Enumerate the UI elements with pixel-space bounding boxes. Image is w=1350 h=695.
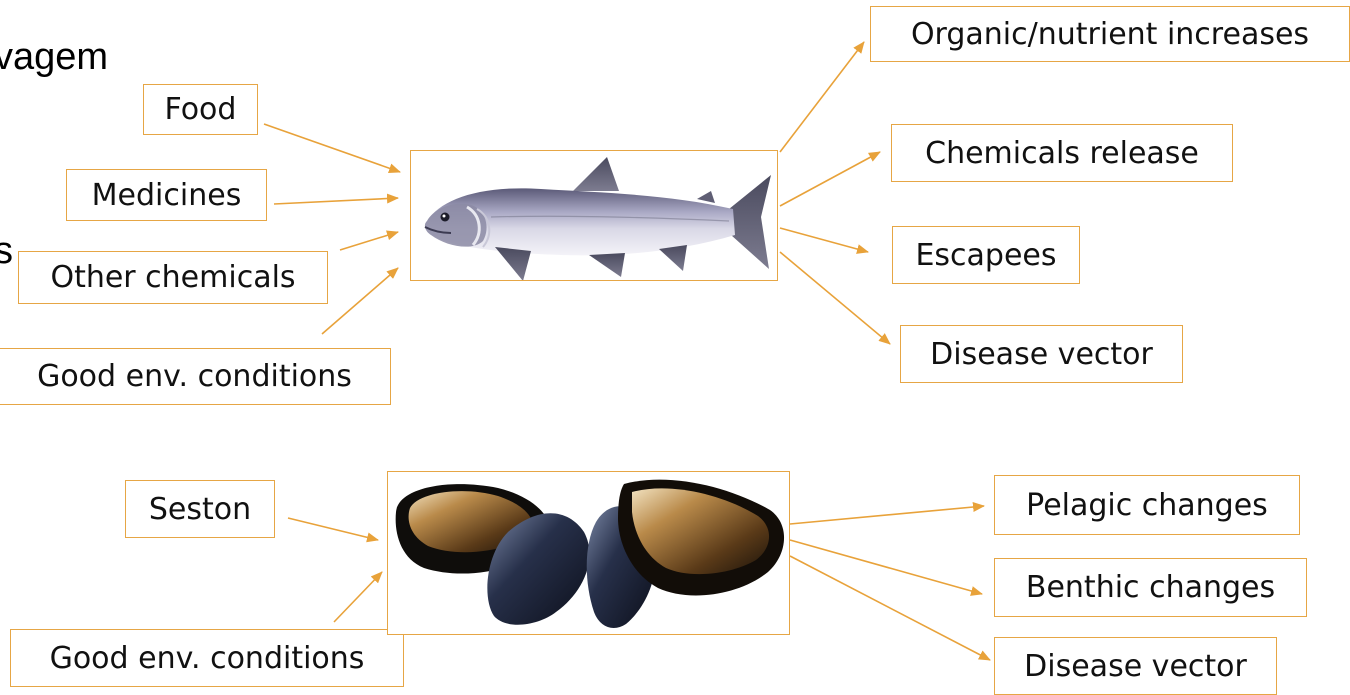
output-pelagic-changes: Pelagic changes (994, 475, 1300, 535)
arrow-chemicals-release (780, 152, 880, 206)
input-medicines: Medicines (66, 169, 267, 221)
output-chemicals-release: Chemicals release (891, 124, 1233, 182)
arrow-good-env-mussel (334, 572, 382, 622)
mussels-icon (388, 472, 790, 635)
arrow-benthic (790, 540, 982, 594)
input-food: Food (143, 84, 258, 135)
arrow-disease-fish (780, 252, 890, 344)
output-benthic-changes: Benthic changes (994, 558, 1307, 617)
salmon-fish-icon (411, 151, 778, 281)
arrow-seston (288, 518, 378, 540)
arrow-good-env-fish (322, 268, 398, 334)
input-good-env-conditions-mussel: Good env. conditions (10, 629, 404, 687)
arrow-escapees (780, 228, 868, 252)
arrow-disease-mussel (790, 556, 990, 660)
input-other-chemicals: Other chemicals (18, 251, 328, 304)
fish-image-frame (410, 150, 778, 281)
output-disease-vector-mussel: Disease vector (994, 637, 1277, 695)
arrow-food (264, 124, 400, 172)
input-seston: Seston (125, 480, 275, 538)
output-escapees: Escapees (892, 226, 1080, 284)
arrow-medicines (274, 198, 398, 204)
arrow-pelagic (790, 506, 984, 524)
arrow-other-chemicals (340, 232, 398, 250)
mussel-image-frame (387, 471, 790, 635)
output-organic-nutrient-increases: Organic/nutrient increases (870, 6, 1350, 62)
input-good-env-conditions-fish: Good env. conditions (0, 348, 391, 405)
output-disease-vector-fish: Disease vector (900, 325, 1183, 383)
arrow-organic (780, 42, 864, 152)
